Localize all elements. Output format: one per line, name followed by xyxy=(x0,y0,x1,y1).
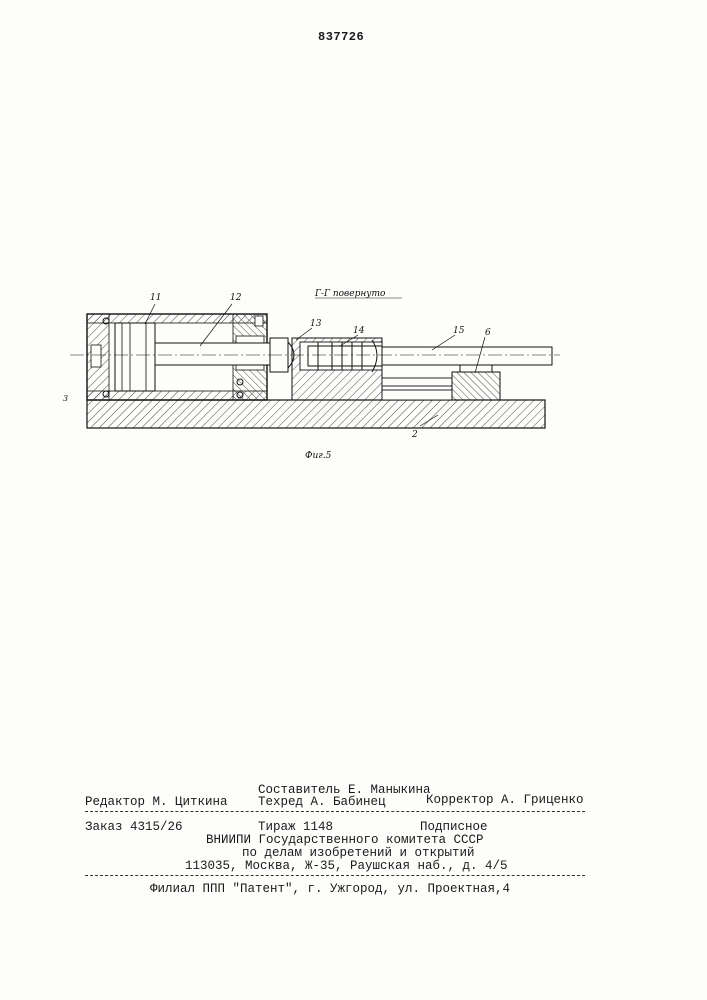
label-6: 6 xyxy=(485,328,491,338)
label-2: 2 xyxy=(411,430,418,440)
techred-line: Техред А. Бабинец xyxy=(258,795,386,809)
divider-bottom xyxy=(85,875,585,876)
label-12: 12 xyxy=(230,293,242,303)
grooved-shaft xyxy=(308,346,382,366)
label-3: 3 xyxy=(63,394,68,403)
divider-top xyxy=(85,811,585,812)
label-13: 13 xyxy=(310,319,322,329)
org-line-2: по делам изобретений и открытий xyxy=(242,846,475,860)
technical-drawing-fig5: Г-Г повернуто 11 12 13 14 15 6 2 3 Фиг.5 xyxy=(60,280,580,470)
corrector-line: Корректор А. Гриценко xyxy=(426,793,584,807)
base-plate xyxy=(87,400,545,428)
label-11: 11 xyxy=(150,293,161,303)
label-14: 14 xyxy=(353,326,365,336)
org-line-1: ВНИИПИ Государственного комитета СССР xyxy=(206,833,484,847)
patent-number: 837726 xyxy=(318,30,364,44)
figure-caption: Фиг.5 xyxy=(305,451,332,461)
long-rod xyxy=(382,347,552,365)
address-line: 113035, Москва, Ж-35, Раушская наб., д. … xyxy=(185,859,508,873)
label-15: 15 xyxy=(453,326,465,336)
drawing-section-title: Г-Г повернуто xyxy=(314,289,386,299)
support xyxy=(452,372,500,400)
branch-line: Филиал ППП "Патент", г. Ужгород, ул. Про… xyxy=(150,882,510,896)
piston-rod xyxy=(155,343,270,365)
subscription-line: Подписное xyxy=(420,820,488,834)
order-line: Заказ 4315/26 xyxy=(85,820,183,834)
editor-line: Редактор М. Циткина xyxy=(85,795,228,809)
circulation-line: Тираж 1148 xyxy=(258,820,333,834)
piston xyxy=(115,323,155,391)
